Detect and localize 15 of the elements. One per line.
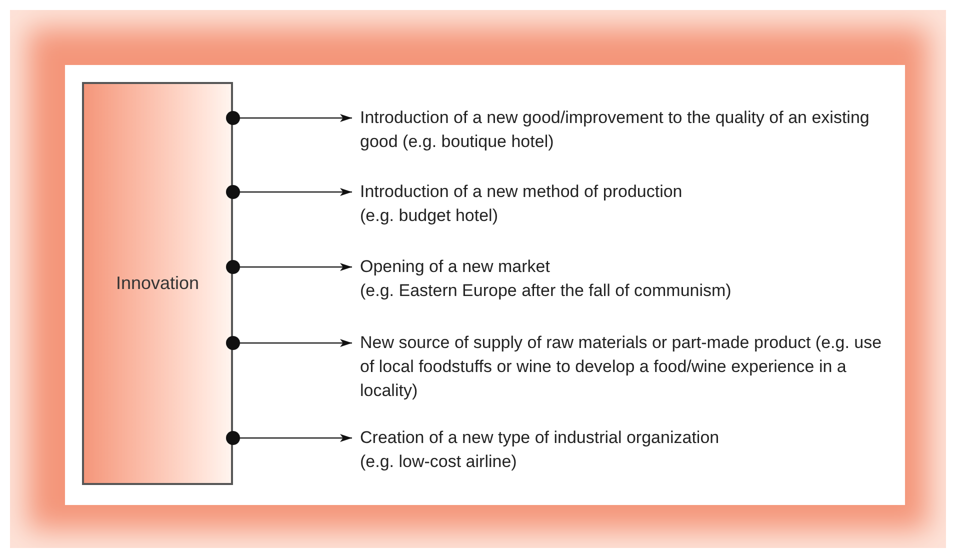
- description-text: (e.g. Eastern Europe after the fall of communism): [360, 280, 732, 302]
- arrow: [226, 431, 352, 445]
- concept-label: Innovation: [116, 272, 200, 295]
- description-text: (e.g. low-cost airline): [360, 451, 518, 473]
- concept-box: [82, 82, 233, 485]
- description-text: Introduction of a new method of production: [360, 181, 684, 203]
- arrow: [226, 260, 352, 274]
- description-text: Introduction of a new good/improvement to the quality of an existing good (e.g. boutique hotel): [360, 107, 870, 153]
- description-text: Creation of a new type of industrial organization: [360, 427, 720, 449]
- arrow: [226, 185, 352, 199]
- description-text: (e.g. budget hotel): [360, 205, 499, 227]
- description-text: New source of supply of raw materials or part-made product (e.g. use of local foodstuffs or wine to develop a food/wine experience in a locality): [360, 332, 883, 402]
- arrow: [226, 111, 352, 125]
- description-text: Opening of a new market: [360, 256, 551, 278]
- arrow: [226, 336, 352, 350]
